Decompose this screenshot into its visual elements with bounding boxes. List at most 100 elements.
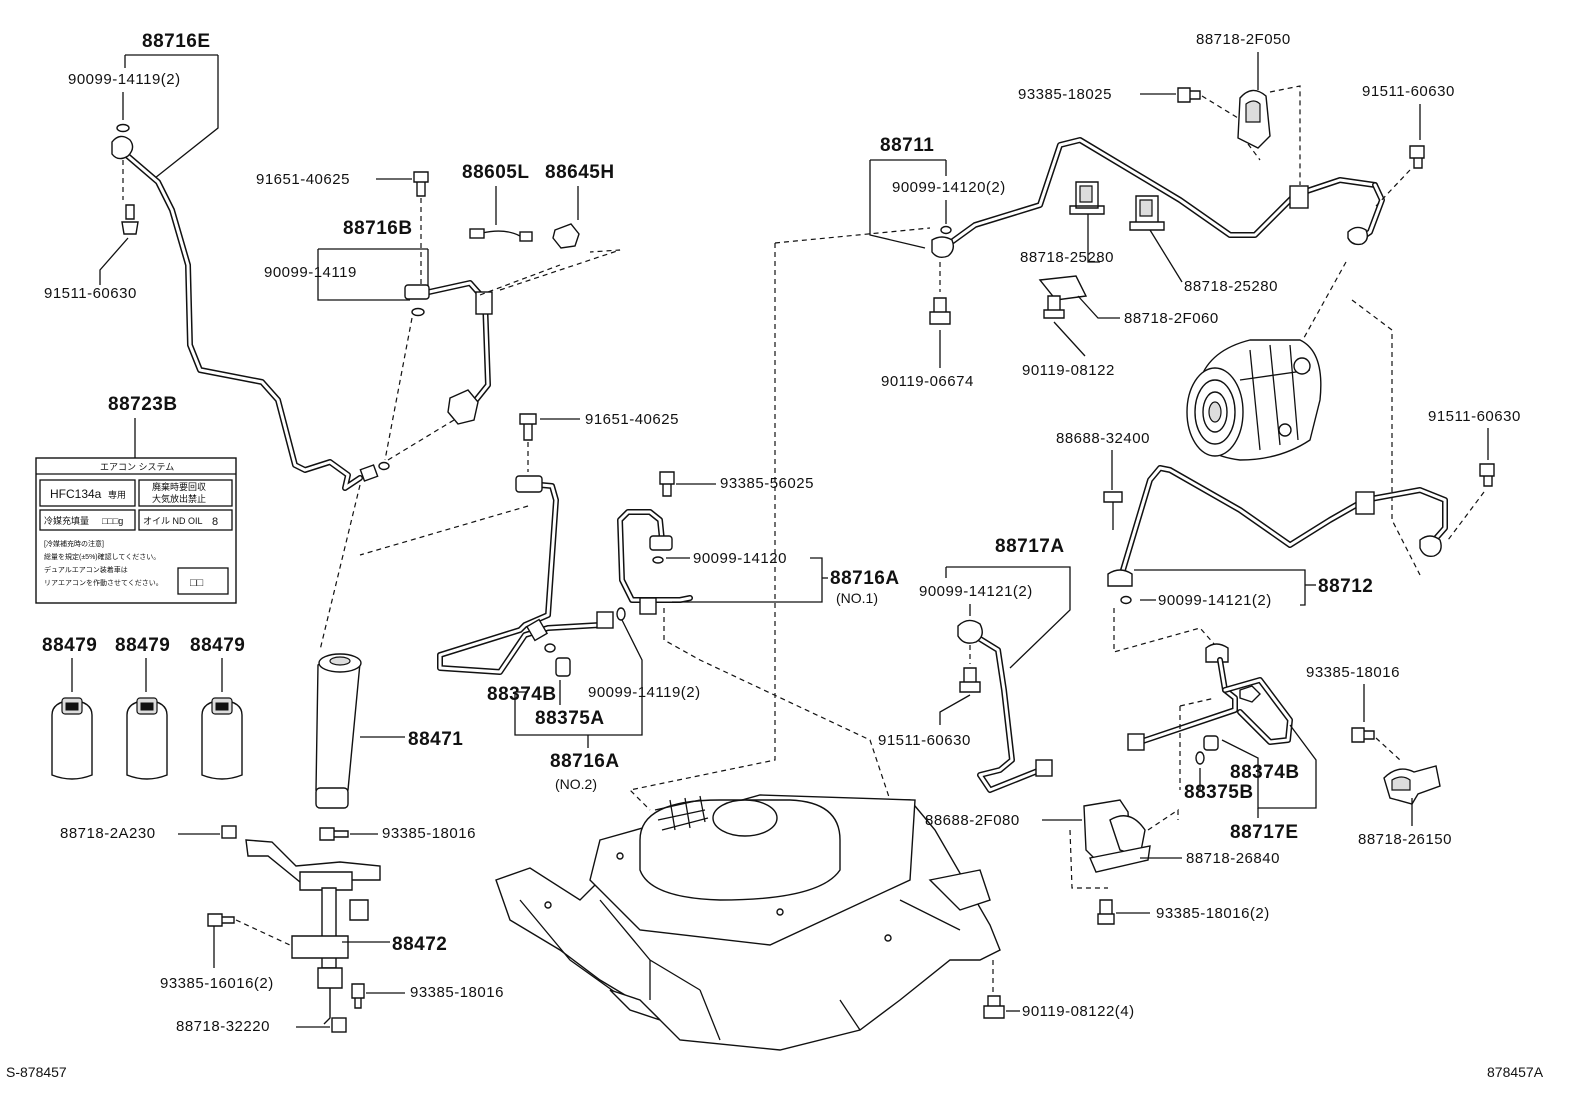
group-88716B: 91651-40625 88716B 90099-14119: [256, 171, 621, 651]
label-91511-60630-r[interactable]: 91511-60630: [1428, 408, 1521, 425]
plate-note-title: [冷媒補充時の注意]: [44, 539, 104, 548]
label-88718-2A230[interactable]: 88718-2A230: [60, 825, 156, 842]
label-91511-60630-tr[interactable]: 91511-60630: [1362, 83, 1455, 100]
label-88374B-right[interactable]: 88374B: [1230, 762, 1300, 783]
label-88472[interactable]: 88472: [392, 934, 447, 955]
group-88716A-no2: 91651-40625 90099-14119(2) 88374B 88375A…: [359, 411, 701, 792]
plate-refrigerant: HFC134a: [50, 487, 102, 501]
group-88711: 88711 90099-14120(2) 90119-06674 88718-2…: [869, 135, 1385, 390]
label-90099-14119[interactable]: 90099-14119: [264, 264, 357, 281]
pipe-fitting: [649, 535, 673, 551]
label-88718-25280-b[interactable]: 88718-25280: [1184, 278, 1278, 295]
label-90099-14119-2-mid[interactable]: 90099-14119(2): [588, 684, 701, 701]
label-88718-26150[interactable]: 88718-26150: [1358, 831, 1452, 848]
pressure-switch: [552, 223, 580, 249]
pipe-fitting: [404, 284, 430, 300]
o-ring: [378, 461, 390, 471]
label-93385-18025[interactable]: 93385-18025: [1018, 86, 1112, 103]
label-91511-60630-left[interactable]: 91511-60630: [44, 285, 137, 302]
wire-connector: [519, 231, 533, 242]
label-93385-18016-2[interactable]: 93385-18016(2): [1156, 905, 1270, 922]
label-93385-18016-a[interactable]: 93385-18016: [382, 825, 476, 842]
label-88479-b[interactable]: 88479: [115, 635, 170, 656]
cap: [555, 657, 571, 677]
label-88718-2F060[interactable]: 88718-2F060: [1124, 310, 1219, 327]
refrigerant-can: [201, 697, 243, 780]
group-88716E: 88716E 90099-14119(2) 91511-60630: [44, 31, 390, 491]
label-90119-08122[interactable]: 90119-08122: [1022, 362, 1115, 379]
label-90099-14119-2-top[interactable]: 90099-14119(2): [68, 71, 181, 88]
bolt: [413, 171, 429, 197]
label-91651-40625-a[interactable]: 91651-40625: [256, 171, 350, 188]
group-88479-cans: 88479 88479 88479: [42, 635, 245, 780]
group-88605L-88645H: 88605L 88645H: [462, 162, 615, 249]
bolt: [1479, 463, 1495, 487]
label-91511-60630-mid[interactable]: 91511-60630: [878, 732, 971, 749]
label-88688-2F080[interactable]: 88688-2F080: [925, 812, 1020, 829]
label-90099-14121-2[interactable]: 90099-14121(2): [919, 583, 1033, 600]
label-88605L[interactable]: 88605L: [462, 162, 529, 183]
label-90099-14120-2[interactable]: 90099-14120(2): [892, 179, 1006, 196]
group-88688-2F080: 88688-2F080 88718-26840 93385-18016(2): [925, 799, 1280, 925]
label-88716B[interactable]: 88716B: [343, 218, 413, 239]
label-88711[interactable]: 88711: [880, 135, 934, 156]
o-ring: [544, 643, 556, 653]
pipe-fitting: [931, 236, 955, 259]
pipe-fitting: [596, 611, 614, 629]
group-90119-08122-4: 90119-08122(4): [983, 960, 1135, 1020]
group-88472-bracket: 88718-2A230 93385-18016 88472 93385-1601…: [60, 825, 504, 1035]
label-88716E[interactable]: 88716E: [142, 31, 211, 52]
label-93385-16016-2[interactable]: 93385-16016(2): [160, 975, 274, 992]
plate-note-2: デュアルエアコン装着車は: [44, 565, 128, 574]
plate-recovery-2: 大気放出禁止: [152, 493, 206, 504]
bolt: [1043, 295, 1065, 319]
label-88718-26840[interactable]: 88718-26840: [1186, 850, 1280, 867]
bolt: [1177, 87, 1201, 103]
pipe-fitting: [359, 464, 379, 482]
label-88645H[interactable]: 88645H: [545, 162, 615, 183]
label-88479-c[interactable]: 88479: [190, 635, 245, 656]
label-88717E[interactable]: 88717E: [1230, 822, 1299, 843]
label-93385-56025[interactable]: 93385-56025: [720, 475, 814, 492]
label-88374B-left[interactable]: 88374B: [487, 684, 557, 705]
label-no1: (NO.1): [836, 590, 878, 606]
label-93385-18016-b[interactable]: 93385-18016: [410, 984, 504, 1001]
label-88375A[interactable]: 88375A: [535, 708, 605, 729]
label-88712[interactable]: 88712: [1318, 576, 1373, 597]
pipe-fitting: [1107, 569, 1133, 587]
group-88716A-no1: 93385-56025 90099-14120 88716A (NO.1): [617, 471, 900, 801]
label-88716A-no1[interactable]: 88716A: [830, 568, 900, 589]
label-90099-14120[interactable]: 90099-14120: [693, 550, 787, 567]
label-93385-18016-r[interactable]: 93385-18016: [1306, 664, 1400, 681]
clip: [221, 825, 237, 839]
bolt: [207, 913, 235, 927]
label-88718-2F050[interactable]: 88718-2F050: [1196, 31, 1291, 48]
label-88471[interactable]: 88471: [408, 729, 463, 750]
label-90119-08122-4[interactable]: 90119-08122(4): [1022, 1003, 1135, 1020]
pipe-fitting: [639, 597, 657, 615]
plate-charge-value: □□□g: [102, 516, 123, 526]
plate-note-1: 総量を規定(±5%)確認してください。: [44, 552, 160, 561]
bolt: [319, 827, 349, 841]
label-88716A-no2[interactable]: 88716A: [550, 751, 620, 772]
label-88723B[interactable]: 88723B: [108, 394, 178, 415]
o-ring: [616, 607, 626, 621]
bolt: [929, 297, 951, 325]
label-88718-32220[interactable]: 88718-32220: [176, 1018, 270, 1035]
footer-left: S-878457: [6, 1064, 67, 1080]
label-90119-06674[interactable]: 90119-06674: [881, 373, 974, 390]
plate-charge: 冷媒充填量: [44, 515, 89, 526]
label-88718-25280-a[interactable]: 88718-25280: [1020, 249, 1114, 266]
label-90099-14121-2-r[interactable]: 90099-14121(2): [1158, 592, 1272, 609]
label-88717A[interactable]: 88717A: [995, 536, 1065, 557]
clip: [331, 1017, 347, 1033]
label-88375B[interactable]: 88375B: [1184, 782, 1254, 803]
bracket: [1038, 275, 1088, 301]
receiver-drier: [315, 653, 362, 809]
pipe-block: [1239, 685, 1261, 703]
label-88479-a[interactable]: 88479: [42, 635, 97, 656]
label-88688-32400[interactable]: 88688-32400: [1056, 430, 1150, 447]
o-ring: [116, 123, 130, 133]
plate-recovery-1: 廃棄時要回収: [152, 481, 206, 492]
label-91651-40625-b[interactable]: 91651-40625: [585, 411, 679, 428]
